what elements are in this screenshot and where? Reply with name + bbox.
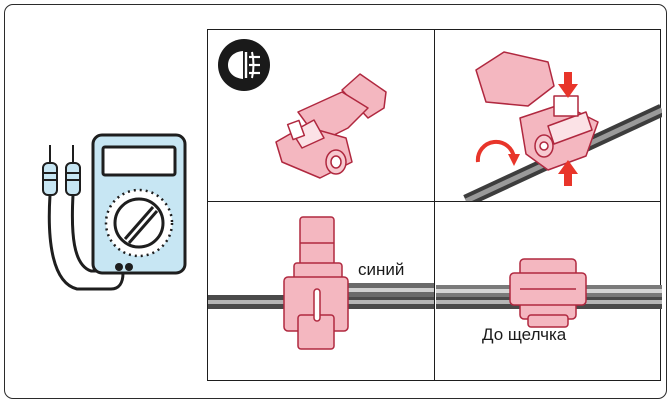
press-arrows-icon <box>558 72 578 186</box>
connector-open <box>275 73 387 179</box>
connector-closed <box>509 258 587 328</box>
connector-closed <box>283 216 349 350</box>
step-1-panel <box>208 30 434 201</box>
wire-branch <box>338 283 434 297</box>
snap-caption: До щелчка <box>482 325 567 344</box>
step-4-panel: До щелчка <box>436 203 662 382</box>
step-3-panel: синий <box>208 203 434 382</box>
multimeter-icon <box>33 133 193 303</box>
instruction-frame: синий До щелчка <box>4 4 667 399</box>
grid-divider-horizontal <box>208 201 660 203</box>
fog-lamp-icon <box>218 39 270 91</box>
grid-divider-vertical <box>434 30 436 380</box>
connector-on-wire <box>475 51 599 171</box>
step-2-panel <box>436 30 662 201</box>
rotate-arrow-icon <box>475 139 516 163</box>
steps-grid: синий До щелчка <box>207 29 662 382</box>
wire-color-label: синий <box>358 260 405 279</box>
